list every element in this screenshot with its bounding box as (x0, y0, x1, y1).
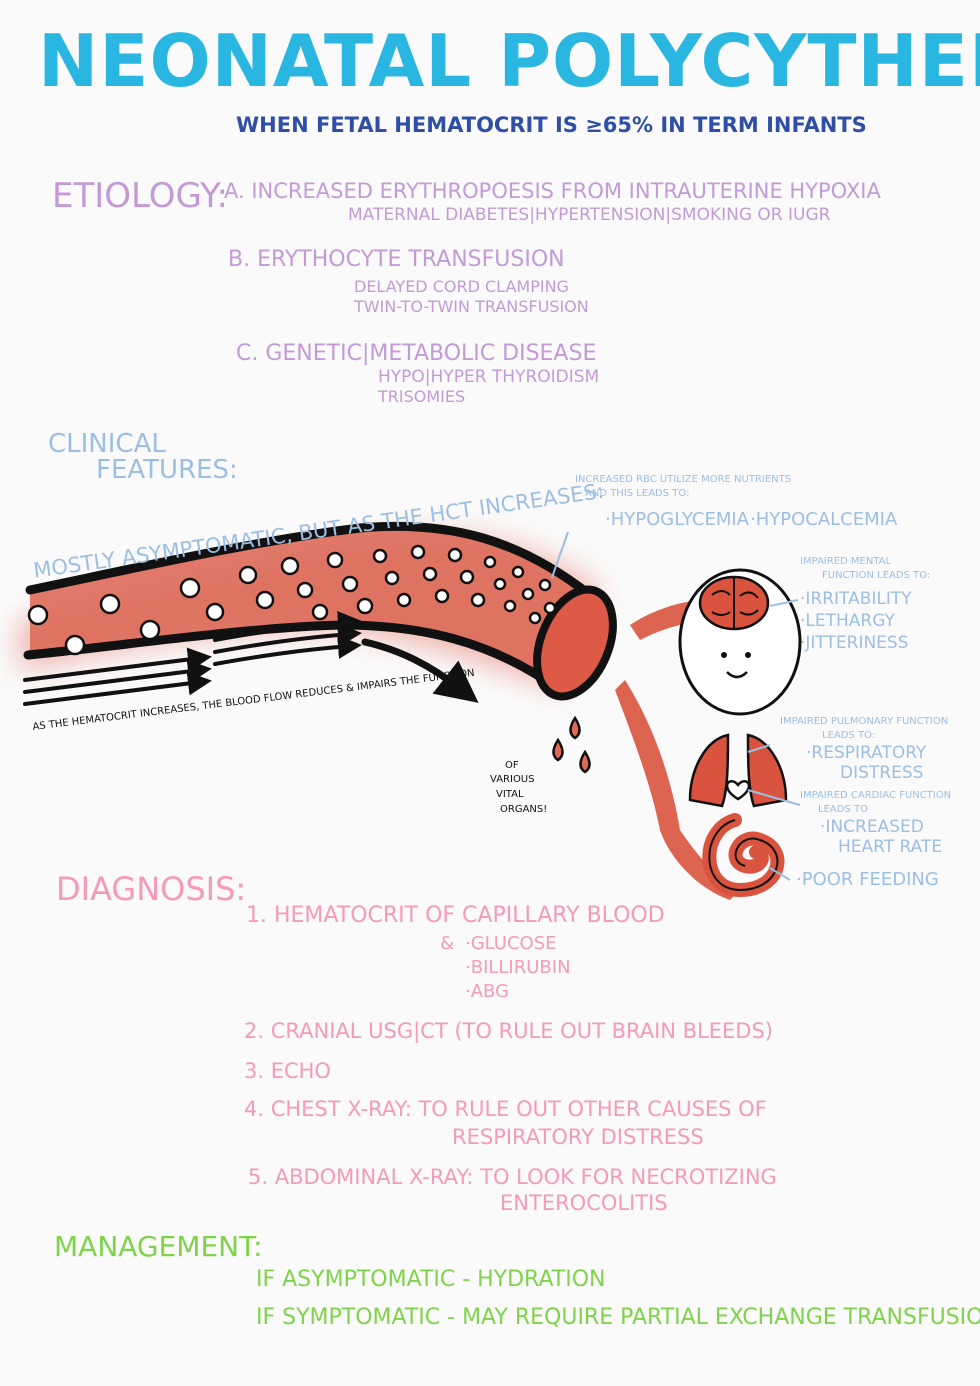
rbc (205, 602, 225, 622)
rbc (483, 555, 497, 569)
page-title: NEONATAL POLYCYTHEMIA (38, 19, 980, 103)
rbc (384, 570, 400, 586)
hypoglycemia-label: ·HYPOGLYCEMIA (605, 509, 749, 530)
page-subtitle: WHEN FETAL HEMATOCRIT IS ≥65% IN TERM IN… (236, 113, 867, 137)
rbc (528, 611, 542, 625)
poor-feeding-label: ·POOR FEEDING (796, 869, 939, 890)
etiology-c-title: C. GENETIC|METABOLIC DISEASE (236, 341, 597, 366)
blood-flow-caption-end1: OF (505, 760, 519, 771)
rbc-note-line1: INCREASED RBC UTILIZE MORE NUTRIENTS (575, 474, 792, 485)
pulmonary-note-line1: IMPAIRED PULMONARY FUNCTION (780, 716, 949, 727)
rbc (470, 592, 486, 608)
rbc-note-line2: AND THIS LEADS TO: (585, 488, 690, 499)
rbc (434, 588, 450, 604)
etiology-b-title: B. ERYTHOCYTE TRANSFUSION (228, 247, 565, 272)
pointer-lines (551, 531, 801, 881)
baby-head (678, 568, 802, 716)
blood-flow-caption-end4: ORGANS! (500, 804, 548, 815)
rbc (280, 556, 300, 576)
rbc (447, 547, 463, 563)
rbc (27, 604, 49, 626)
rbc (538, 578, 552, 592)
diagnosis-item-1-glucose: ·GLUCOSE (465, 933, 557, 954)
etiology-c-sub1: HYPO|HYPER THYROIDISM (378, 367, 600, 387)
mental-note-line1: IMPAIRED MENTAL (800, 556, 892, 567)
rbc (179, 577, 201, 599)
rbc (422, 566, 438, 582)
management-heading: MANAGEMENT: (54, 1230, 263, 1263)
diagnosis-item-3: 3. ECHO (244, 1059, 331, 1083)
rbc (396, 592, 412, 608)
diagnosis-item-5-cont: ENTEROCOLITIS (500, 1191, 668, 1215)
rbc (139, 619, 161, 641)
vessel-wall-top (25, 521, 595, 600)
etiology-heading: ETIOLOGY: (52, 176, 228, 216)
lethargy-label: ·LETHARGY (800, 611, 895, 631)
rbc (503, 599, 517, 613)
rbc (296, 581, 314, 599)
rbc (356, 597, 374, 615)
diagnosis-item-1-abg: ·ABG (465, 981, 510, 1002)
pulmonary-note-line2: LEADS TO: (822, 730, 876, 741)
jitteriness-label: ·JITTERINESS (800, 633, 909, 653)
diagnosis-heading: DIAGNOSIS: (56, 870, 247, 908)
rbc (543, 601, 557, 615)
blood-drop (579, 749, 591, 774)
diagnosis-item-2: 2. CRANIAL USG|CT (TO RULE OUT BRAIN BLE… (244, 1019, 773, 1043)
rbc (493, 577, 507, 591)
diagnosis-item-1: 1. HEMATOCRIT OF CAPILLARY BLOOD (246, 903, 665, 928)
rbc (459, 569, 475, 585)
intestines-icon (702, 813, 785, 898)
rbc (372, 548, 388, 564)
rbc (410, 544, 426, 560)
etiology-a-sub: MATERNAL DIABETES|HYPERTENSION|SMOKING O… (348, 205, 831, 225)
distress-label: DISTRESS (840, 763, 924, 783)
lungs-icon (688, 733, 788, 808)
diagnosis-item-4: 4. CHEST X-RAY: TO RULE OUT OTHER CAUSES… (244, 1097, 767, 1121)
blood-drop (552, 737, 564, 762)
rbc (64, 634, 86, 656)
flow-arrows (23, 610, 479, 706)
rbc (511, 565, 525, 579)
cardiac-note-line1: IMPAIRED CARDIAC FUNCTION (800, 790, 952, 801)
etiology-b-sub1: DELAYED CORD CLAMPING (354, 277, 569, 296)
management-item-1: IF ASYMPTOMATIC - HYDRATION (256, 1267, 606, 1292)
etiology-a-title: A. INCREASED ERYTHROPOESIS FROM INTRAUTE… (224, 179, 881, 203)
diagnosis-item-5: 5. ABDOMINAL X-RAY: TO LOOK FOR NECROTIZ… (248, 1165, 777, 1189)
rbc (341, 575, 359, 593)
heart-icon (725, 780, 751, 801)
diagnosis-item-1-billirubin: ·BILLIRUBIN (465, 957, 571, 978)
diagnosis-item-1-amp: & (440, 933, 455, 954)
etiology-c-sub2: TRISOMIES (378, 387, 466, 406)
vessel-body (30, 526, 590, 690)
increased-label: ·INCREASED (820, 817, 924, 837)
blood-drop (569, 715, 581, 740)
clinical-heading-line2: FEATURES: (96, 455, 238, 485)
heart-rate-label: HEART RATE (838, 837, 943, 857)
respiratory-label: ·RESPIRATORY (806, 743, 927, 763)
cardiac-note-line2: LEADS TO (818, 804, 868, 815)
rbc (255, 590, 275, 610)
management-item-2: IF SYMPTOMATIC - MAY REQUIRE PARTIAL EXC… (256, 1305, 980, 1330)
blood-flow-caption-end3: VITAL (496, 789, 524, 800)
mental-note-line2: FUNCTION LEADS TO: (822, 570, 931, 581)
red-blood-cells (27, 544, 557, 656)
rbc (521, 587, 535, 601)
clinical-heading-line1: CLINICAL (48, 429, 166, 459)
vessel-opening (533, 585, 617, 701)
diagnosis-item-4-cont: RESPIRATORY DISTRESS (452, 1125, 704, 1149)
rbc (99, 593, 121, 615)
etiology-b-sub2: TWIN-TO-TWIN TRANSFUSION (354, 297, 589, 316)
rbc (311, 603, 329, 621)
blood-drops (552, 715, 591, 774)
rbc (238, 565, 258, 585)
hypocalcemia-label: ·HYPOCALCEMIA (750, 509, 898, 530)
blood-flow-caption-end2: VARIOUS (490, 774, 535, 785)
rbc (326, 551, 344, 569)
irritability-label: ·IRRITABILITY (800, 589, 912, 609)
